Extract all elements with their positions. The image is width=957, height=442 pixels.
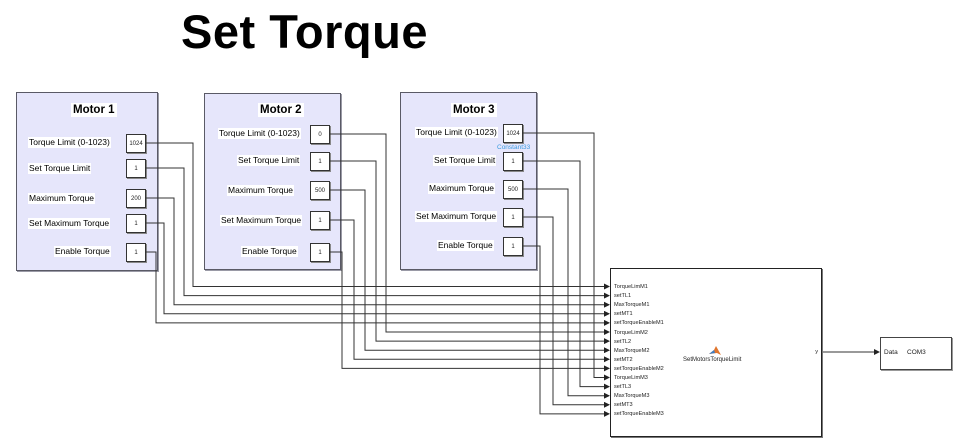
serial-send-block[interactable]: Data COM3: [880, 337, 952, 370]
input-port: TorqueLimM2: [614, 329, 648, 336]
motor-3-label-set-max-torque: Set Maximum Torque: [415, 211, 498, 222]
signal-line[interactable]: [145, 142, 610, 290]
input-port: MaxTorqueM2: [614, 347, 650, 354]
motor-1-panel[interactable]: Motor 1: [16, 92, 158, 271]
motor-3-title: Motor 3: [451, 103, 497, 117]
motor-2-label-max-torque: Maximum Torque: [227, 185, 295, 196]
input-port: setMT1: [614, 311, 633, 318]
motor-2-set-torque-limit-constant[interactable]: 1: [310, 152, 330, 171]
input-port: setTL2: [614, 338, 632, 345]
output-port-y: y: [815, 349, 818, 355]
motor-2-label-set-max-torque: Set Maximum Torque: [220, 215, 303, 226]
input-port: setTL3: [614, 384, 632, 391]
motor-3-label-set-torque-limit: Set Torque Limit: [433, 155, 497, 166]
motor-1-label-set-max-torque: Set Maximum Torque: [28, 218, 111, 229]
signal-line[interactable]: [522, 216, 610, 408]
motor-2-label-enable-torque: Enable Torque: [241, 246, 298, 257]
motor-3-label-max-torque: Maximum Torque: [428, 183, 496, 194]
serial-com-port: COM3: [907, 349, 926, 356]
motor-3-label-enable-torque: Enable Torque: [437, 240, 494, 251]
signal-line[interactable]: [522, 160, 610, 390]
motor-2-label-torque-limit: Torque Limit (0-1023): [218, 128, 301, 139]
signal-line[interactable]: [329, 133, 610, 335]
serial-data-port: Data: [884, 349, 898, 356]
motor-1-label-max-torque: Maximum Torque: [28, 193, 96, 204]
motor-3-torque-limit-constant[interactable]: 1024: [503, 124, 523, 143]
input-port: TorqueLimM3: [614, 375, 648, 381]
signal-line[interactable]: [329, 160, 610, 345]
signal-line[interactable]: [329, 219, 610, 363]
motor-2-title: Motor 2: [258, 103, 304, 117]
diagram-title: Set Torque: [181, 5, 428, 58]
signal-line[interactable]: [145, 251, 610, 326]
input-port: MaxTorqueM3: [614, 393, 650, 400]
input-port: setMT2: [614, 356, 633, 363]
motor-1-title: Motor 1: [71, 103, 117, 117]
signal-line[interactable]: [145, 197, 610, 308]
input-port: setTL1: [614, 293, 632, 300]
input-port: setTorqueEnableM3: [614, 411, 664, 418]
signal-line[interactable]: [145, 167, 610, 299]
input-port: MaxTorqueM1: [614, 302, 650, 309]
signal-line[interactable]: [145, 222, 610, 317]
input-port: TorqueLimM1: [614, 284, 648, 290]
input-port: setTorqueEnableM1: [614, 320, 664, 327]
signal-line[interactable]: [522, 132, 610, 381]
signal-line[interactable]: [329, 251, 610, 372]
input-port: setTorqueEnableM2: [614, 365, 664, 372]
motor-2-label-set-torque-limit: Set Torque Limit: [237, 155, 301, 166]
input-port: setMT3: [614, 402, 633, 409]
motor-3-label-torque-limit: Torque Limit (0-1023): [415, 127, 498, 138]
motor-1-label-enable-torque: Enable Torque: [54, 246, 111, 257]
signal-line[interactable]: [329, 189, 610, 354]
motor-1-label-set-torque-limit: Set Torque Limit: [28, 163, 92, 174]
motor-1-label-torque-limit: Torque Limit (0-1023): [28, 137, 111, 148]
motor-3-constant-name: Constant33: [497, 144, 531, 151]
matlab-function-icon: [709, 346, 721, 355]
function-block-name: SetMotorsTorqueLimit: [683, 357, 742, 363]
signal-line[interactable]: [522, 245, 610, 417]
signal-line[interactable]: [522, 188, 610, 399]
